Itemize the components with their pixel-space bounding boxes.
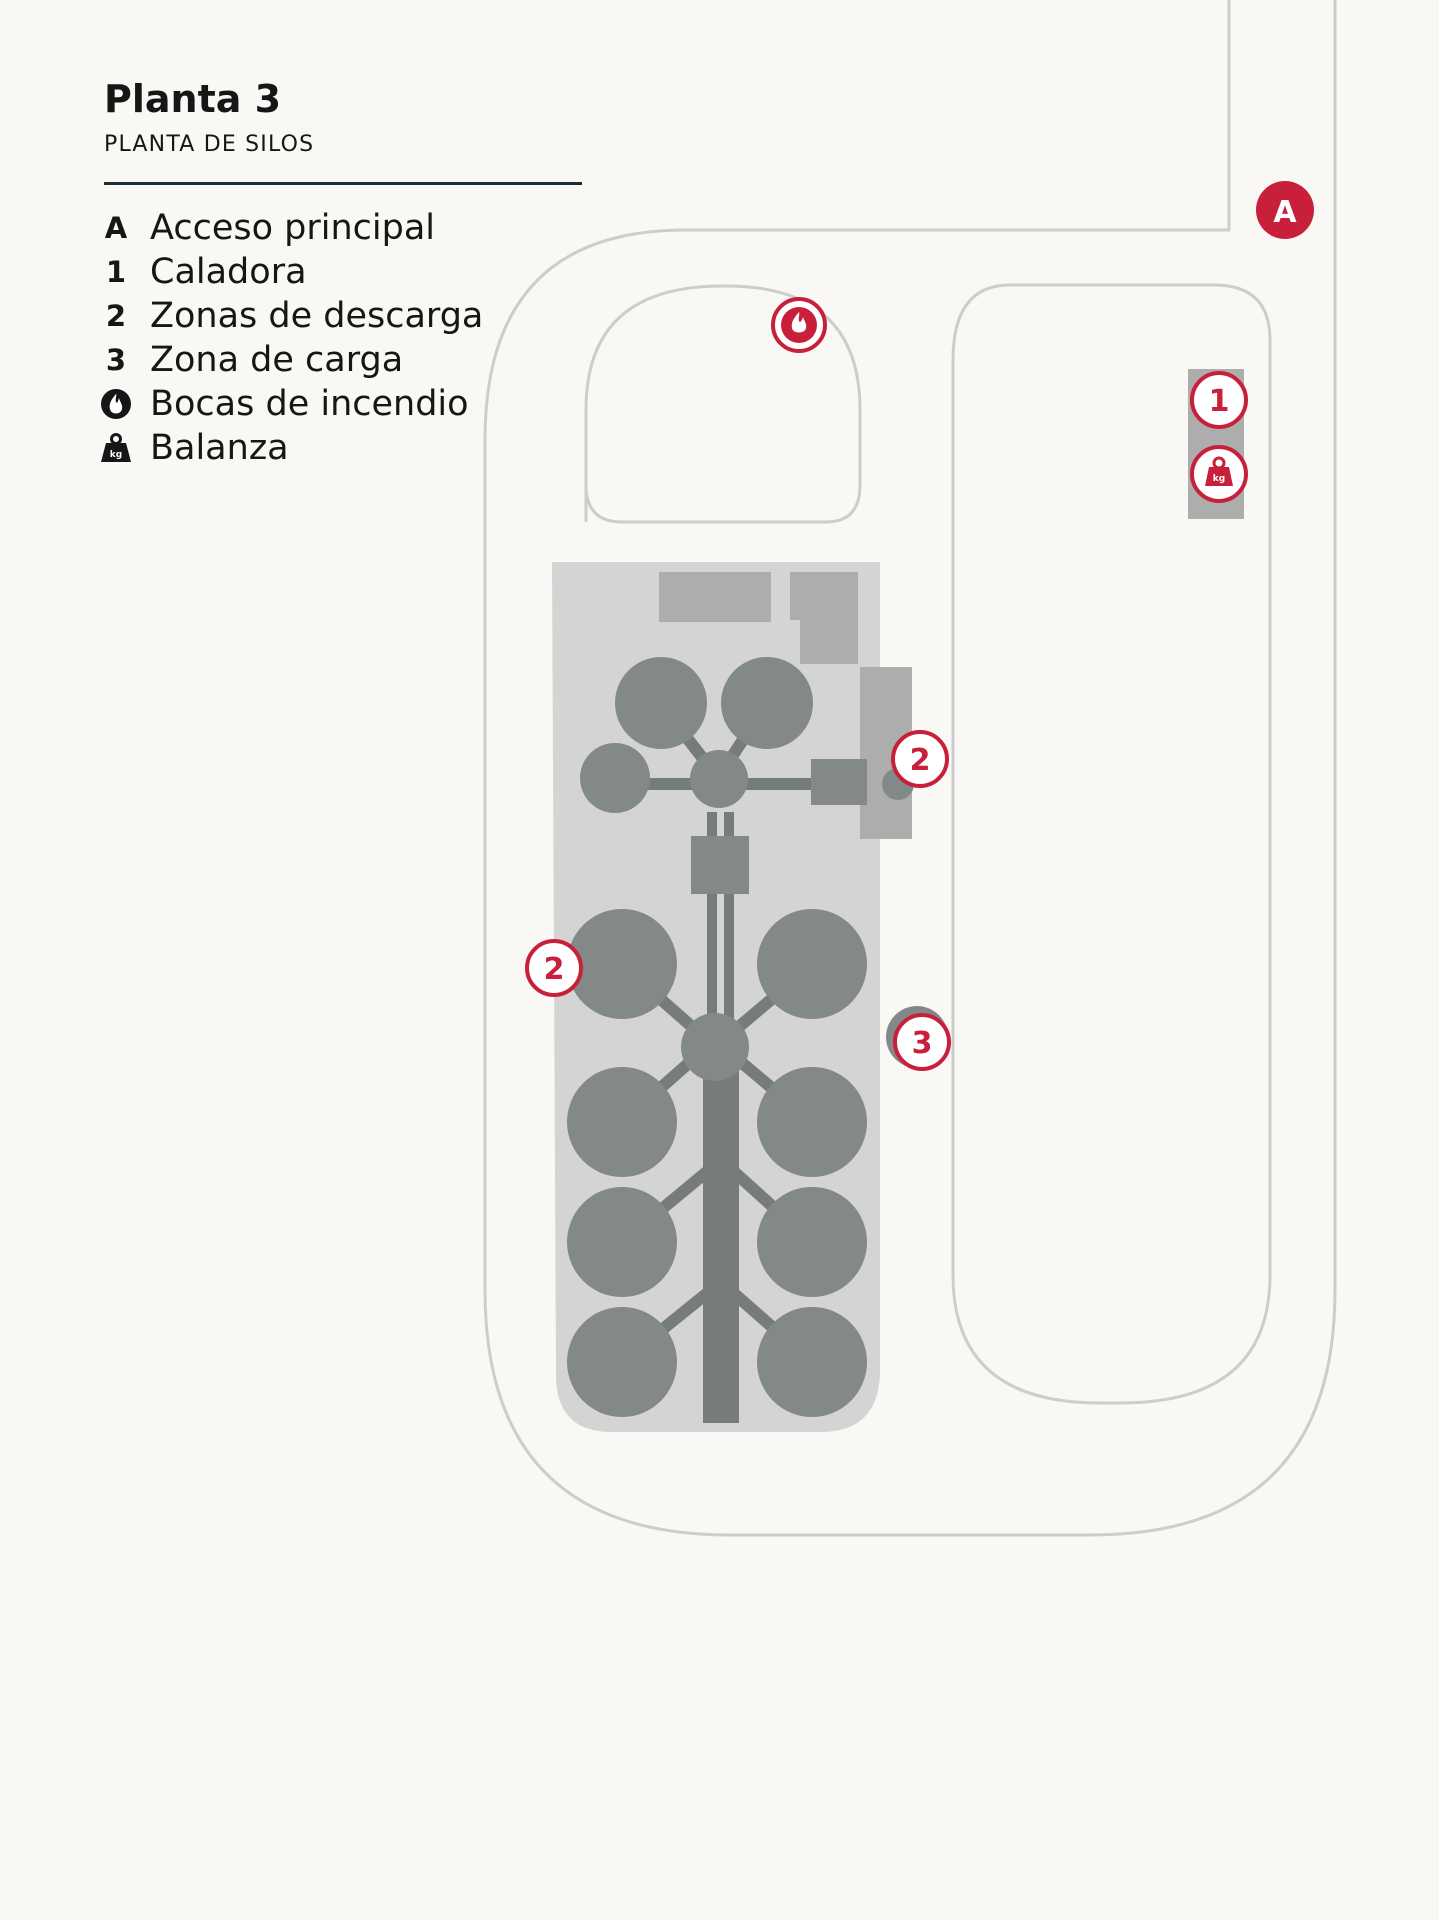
silo: [757, 1187, 867, 1297]
scale-icon-handle: [1212, 456, 1226, 470]
silo: [757, 909, 867, 1019]
legend-symbol-access: A: [104, 211, 128, 245]
legend-item-scale: kg Balanza: [98, 426, 483, 470]
fire-icon: [791, 312, 807, 333]
marker-load[interactable]: 3: [893, 1013, 951, 1071]
marker-caladora[interactable]: 1: [1190, 371, 1248, 429]
silo: [757, 1307, 867, 1417]
silo: [721, 657, 813, 749]
marker-access-label: A: [1273, 195, 1297, 230]
marker-unload-east[interactable]: 2: [891, 730, 949, 788]
transfer-house: [811, 759, 867, 805]
map-legend: A Acceso principal 1 Caladora 2 Zonas de…: [98, 206, 483, 470]
marker-caladora-ring: [1190, 371, 1248, 429]
scale-icon: kg: [98, 430, 134, 466]
building-office: [659, 572, 771, 622]
page-subtitle: PLANTA DE SILOS: [104, 132, 315, 157]
marker-unload-east-ring: [891, 730, 949, 788]
marker-unload-east-label: 2: [910, 743, 931, 778]
silo: [580, 743, 650, 813]
marker-fire-hydrant[interactable]: [771, 297, 827, 353]
marker-caladora-label: 1: [1209, 384, 1230, 419]
legend-item-caladora: 1 Caladora: [98, 250, 483, 294]
marker-load-ring: [893, 1013, 951, 1071]
scale-icon: [1205, 467, 1233, 486]
silo: [567, 1187, 677, 1297]
marker-unload-west-ring: [525, 939, 583, 997]
legend-label-load: Zona de carga: [150, 340, 404, 380]
entry-road-west: [483, 0, 1337, 1537]
legend-label-access: Acceso principal: [150, 208, 435, 248]
legend-symbol-load: 3: [105, 343, 127, 377]
silo: [757, 1067, 867, 1177]
legend-label-fire-hydrants: Bocas de incendio: [150, 384, 469, 424]
silo: [567, 1067, 677, 1177]
page-title: Planta 3: [104, 77, 282, 121]
marker-load-label: 3: [912, 1026, 933, 1061]
building-warehouse: [790, 572, 858, 664]
marker-unload-west-label: 2: [544, 952, 565, 987]
legend-item-load: 3 Zona de carga: [98, 338, 483, 382]
legend-label-scale: Balanza: [150, 428, 289, 468]
silo: [615, 657, 707, 749]
legend-label-unload: Zonas de descarga: [150, 296, 484, 336]
legend-symbol-caladora: 1: [105, 255, 127, 289]
legend-symbol-unload: 2: [105, 299, 127, 333]
silo: [567, 909, 677, 1019]
silo-hub: [690, 750, 748, 808]
silo-hub: [681, 1013, 749, 1081]
legend-scale-text: kg: [110, 450, 122, 460]
marker-access[interactable]: A: [1256, 181, 1314, 239]
legend-item-unload: 2 Zonas de descarga: [98, 294, 483, 338]
roads: [483, 0, 1337, 1537]
inner-loop-east: [951, 283, 1272, 1405]
legend-item-fire-hydrants: Bocas de incendio: [98, 382, 483, 426]
silo: [567, 1307, 677, 1417]
header-divider: [104, 182, 582, 185]
inner-loop-north: [584, 284, 862, 524]
marker-scale-text: kg: [1213, 474, 1225, 484]
fire-hydrant-icon: [98, 386, 134, 422]
legend-item-access: A Acceso principal: [98, 206, 483, 250]
marker-unload-west[interactable]: 2: [525, 939, 583, 997]
marker-access-badge: [1256, 181, 1314, 239]
marker-scale[interactable]: kg: [1190, 445, 1248, 503]
legend-label-caladora: Caladora: [150, 252, 307, 292]
map-header: Planta 3 PLANTA DE SILOS: [104, 76, 582, 185]
transfer-house: [691, 836, 749, 894]
